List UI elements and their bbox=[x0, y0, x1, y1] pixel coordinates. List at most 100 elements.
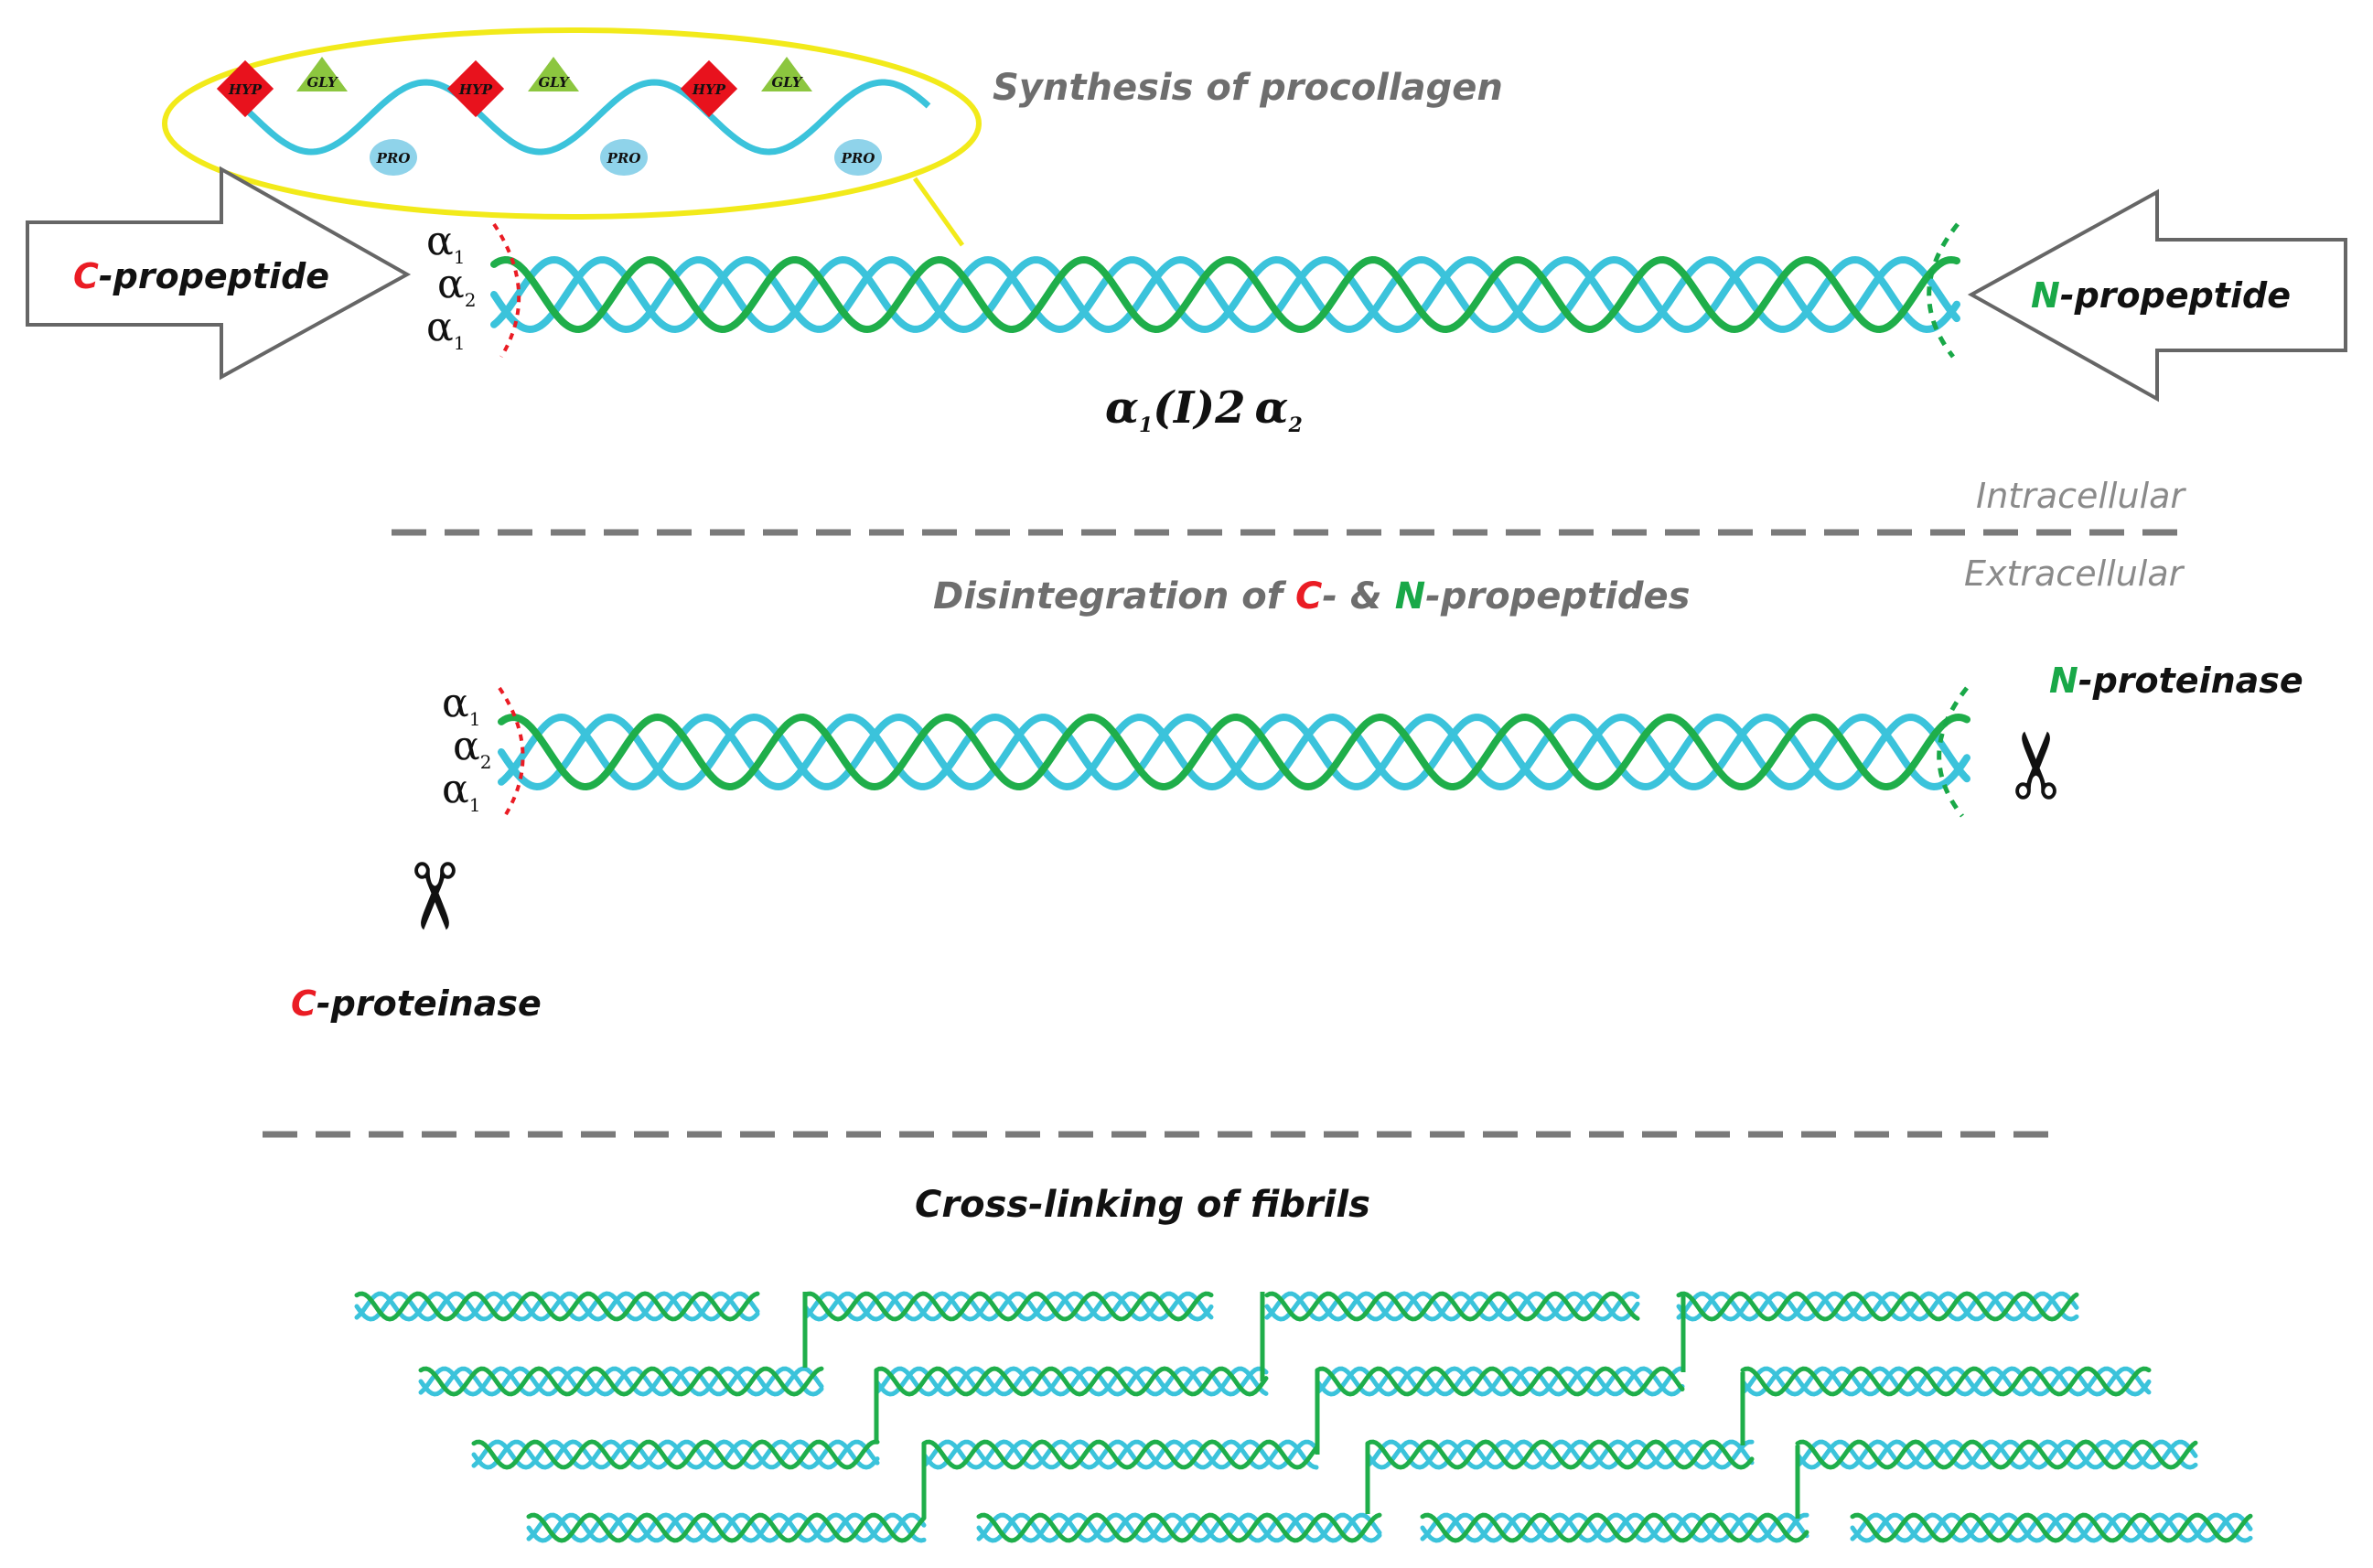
helix-strand-3 bbox=[1315, 1366, 1685, 1397]
synthesis-ellipse bbox=[162, 27, 982, 220]
hyp-diamond bbox=[216, 59, 274, 118]
fibril bbox=[1264, 1291, 1640, 1322]
helix-strand-1 bbox=[1365, 1439, 1755, 1470]
fibril bbox=[1850, 1512, 2253, 1543]
fibril bbox=[921, 1439, 1319, 1470]
helix-strand-2 bbox=[471, 1439, 880, 1470]
helix-strand-2 bbox=[802, 1291, 1214, 1322]
helix-strand-1 bbox=[526, 1512, 927, 1543]
hyp-diamond bbox=[680, 59, 738, 118]
crosslink-title: Cross-linking of fibrils bbox=[915, 1184, 1370, 1226]
helix-strand-3 bbox=[1850, 1512, 2253, 1543]
svg-text:α1: α1 bbox=[442, 766, 480, 816]
helix-strand-2 bbox=[1850, 1512, 2253, 1543]
gly-label: GLY bbox=[538, 74, 569, 91]
n-propeptide-label: N-propeptide bbox=[2031, 275, 2291, 316]
helix-strand-2 bbox=[1676, 1291, 2079, 1322]
ellipse-pointer bbox=[912, 177, 965, 247]
pro-label: PRO bbox=[607, 150, 641, 166]
fibril bbox=[418, 1366, 824, 1397]
n-cleavage-bracket bbox=[1937, 686, 1969, 818]
disintegration-title: Disintegration of C- & N-propeptides bbox=[933, 575, 1690, 618]
c-letter: C bbox=[73, 256, 99, 296]
helix-strand-3 bbox=[921, 1439, 1319, 1470]
gly-label: GLY bbox=[306, 74, 338, 91]
helix-strand-3 bbox=[874, 1366, 1269, 1397]
helix-strand-2 bbox=[1740, 1366, 2152, 1397]
n-proteinase-scissors-icon: ✂ bbox=[1984, 726, 2091, 803]
cross-linked-fibrils bbox=[354, 1291, 2253, 1543]
fibril bbox=[526, 1512, 927, 1543]
helix-strand-2 bbox=[1795, 1439, 2198, 1470]
fibril bbox=[802, 1291, 1214, 1322]
helix-strand-3 bbox=[490, 255, 1960, 334]
c-propeptide-arrow bbox=[26, 166, 412, 381]
svg-text:α1: α1 bbox=[442, 680, 480, 730]
c-propeptide-label: C-propeptide bbox=[73, 256, 329, 296]
alpha-labels-bottom: α1 α2 α1 bbox=[442, 680, 491, 816]
fibril bbox=[1315, 1366, 1685, 1397]
helix-strand-2 bbox=[490, 255, 1960, 334]
n-terminal-bracket bbox=[1927, 222, 1960, 359]
gly-label: GLY bbox=[771, 74, 802, 91]
c-cleavage-bracket bbox=[498, 686, 525, 821]
n-propeptide-text: -propeptide bbox=[2060, 275, 2291, 316]
fibril bbox=[1795, 1439, 2198, 1470]
fibril bbox=[1365, 1439, 1755, 1470]
helix-strand-2 bbox=[526, 1512, 927, 1543]
triple-helix-procollagen bbox=[490, 255, 1960, 334]
helix-strand-3 bbox=[471, 1439, 880, 1470]
helix-strand-3 bbox=[1420, 1512, 1809, 1543]
helix-strand-3 bbox=[1740, 1366, 2152, 1397]
helix-strand-2 bbox=[1365, 1439, 1755, 1470]
hyp-label: HYP bbox=[458, 81, 493, 98]
helix-strand-1 bbox=[1850, 1512, 2253, 1543]
helix-strand-1 bbox=[354, 1291, 760, 1322]
c-proteinase-scissors-icon: ✂ bbox=[380, 858, 487, 935]
fibril bbox=[976, 1512, 1382, 1543]
hyp-label: HYP bbox=[228, 81, 263, 98]
helix-strand-2 bbox=[1315, 1366, 1685, 1397]
triple-helix-collagen bbox=[498, 713, 1970, 791]
helix-strand-3 bbox=[418, 1366, 824, 1397]
helix-strand-3 bbox=[802, 1291, 1214, 1322]
n-propeptide-arrow bbox=[1967, 188, 2347, 403]
c-proteinase-label: C-proteinase bbox=[291, 983, 542, 1024]
hyp-diamond bbox=[446, 59, 505, 118]
pro-label: PRO bbox=[376, 150, 411, 166]
helix-strand-2 bbox=[498, 713, 1970, 791]
c-terminal-bracket bbox=[492, 222, 521, 359]
synthesis-detail: HYP GLY PRO HYP GLY PRO HYP GLY PRO bbox=[162, 27, 982, 247]
helix-strand-3 bbox=[1676, 1291, 2079, 1322]
svg-text:α2: α2 bbox=[437, 261, 476, 311]
c-propeptide-text: -propeptide bbox=[99, 256, 329, 296]
pro-oval bbox=[600, 139, 648, 176]
n-letter: N bbox=[2031, 275, 2060, 316]
svg-text:α2: α2 bbox=[453, 723, 491, 773]
gly-triangle bbox=[761, 57, 812, 91]
gly-triangle bbox=[528, 57, 579, 91]
hyp-label: HYP bbox=[692, 81, 726, 98]
helix-strand-1 bbox=[976, 1512, 1382, 1543]
fibril bbox=[1740, 1366, 2152, 1397]
synthesis-title: Synthesis of procollagen bbox=[993, 67, 1503, 109]
extracellular-label: Extracellular bbox=[1964, 553, 2185, 594]
helix-strand-3 bbox=[354, 1291, 760, 1322]
fibril bbox=[354, 1291, 760, 1322]
gly-triangle bbox=[296, 57, 348, 91]
helix-strand-3 bbox=[498, 713, 1970, 791]
helix-strand-3 bbox=[976, 1512, 1382, 1543]
chain-wave bbox=[237, 79, 931, 156]
fibril bbox=[1676, 1291, 2079, 1322]
helix-strand-1 bbox=[921, 1439, 1319, 1470]
pro-oval bbox=[370, 139, 417, 176]
helix-strand-1 bbox=[490, 255, 1960, 334]
pro-oval bbox=[834, 139, 882, 176]
svg-text:α1: α1 bbox=[426, 218, 465, 268]
helix-strand-3 bbox=[526, 1512, 927, 1543]
pro-label: PRO bbox=[841, 150, 875, 166]
helix-strand-1 bbox=[1420, 1512, 1809, 1543]
helix-strand-3 bbox=[1795, 1439, 2198, 1470]
